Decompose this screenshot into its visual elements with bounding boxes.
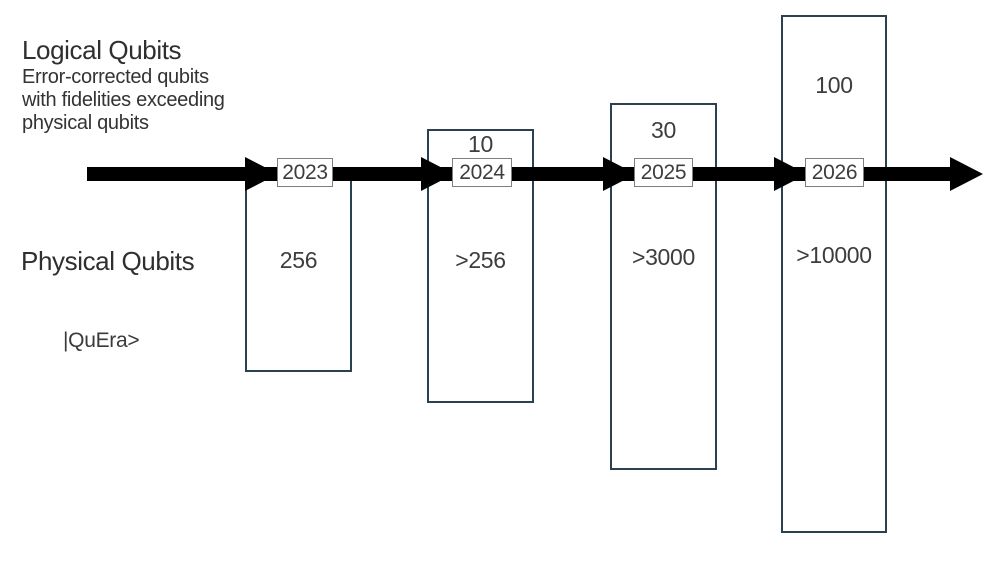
subtitle-line-2: with fidelities exceeding <box>22 89 225 111</box>
year-badge-2024: 2024 <box>452 158 512 187</box>
logical-qubits-value-2026: 100 <box>815 72 853 98</box>
quera-wordmark: |QuEra> <box>63 329 140 352</box>
logical-qubits-value-2025: 30 <box>651 117 676 143</box>
page-title: Logical Qubits <box>22 35 182 65</box>
arrowhead-2023-icon <box>245 157 278 191</box>
logical-qubits-value-2024: 10 <box>468 131 493 157</box>
arrowhead-2024-icon <box>421 157 454 191</box>
subtitle-line-3: physical qubits <box>22 112 149 134</box>
year-badge-2023: 2023 <box>277 158 333 187</box>
physical-qubits-label: Physical Qubits <box>21 246 195 276</box>
arrowhead-2025-icon <box>603 157 636 191</box>
year-badge-2025: 2025 <box>634 158 693 187</box>
subtitle-line-1: Error-corrected qubits <box>22 66 209 88</box>
physical-qubits-value-2024: >256 <box>455 247 506 273</box>
physical-qubits-value-2023: 256 <box>279 247 318 273</box>
arrowhead-2026-icon <box>774 157 807 191</box>
arrowhead-end-icon <box>950 157 983 191</box>
logical-qubits-heading: Logical Qubits Error-corrected qubits wi… <box>22 34 225 135</box>
physical-qubits-value-2025: >3000 <box>631 244 696 270</box>
milestone-box-2026 <box>781 15 887 533</box>
year-badge-2026: 2026 <box>805 158 864 187</box>
milestone-box-2023 <box>245 179 352 372</box>
physical-qubits-value-2026: >10000 <box>796 242 872 268</box>
